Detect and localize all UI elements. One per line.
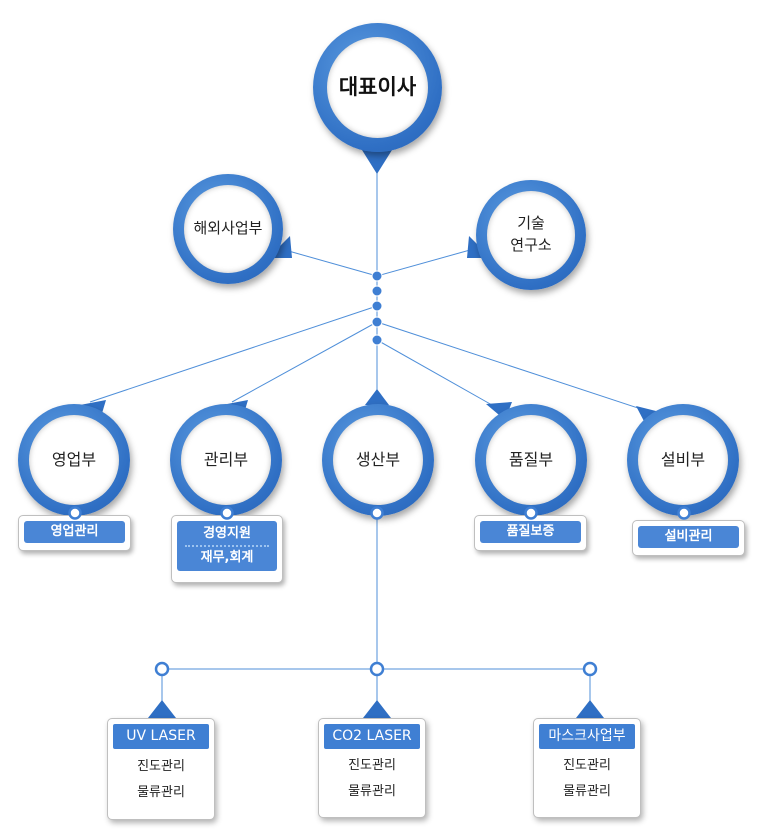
- research-label-line2: 연구소: [510, 236, 552, 254]
- admin-tag-bar: 경영지원 재무,회계: [177, 521, 277, 571]
- admin-tag: 경영지원 재무,회계: [171, 515, 283, 583]
- admin-tag-divider: [185, 545, 269, 547]
- admin-tag-label-1: 경영지원: [203, 526, 251, 541]
- co2-laser-box: CO2 LASER 진도관리 물류관리: [318, 718, 426, 818]
- research-institute-label: 기술 연구소: [487, 191, 575, 279]
- co2-laser-title: CO2 LASER: [324, 724, 420, 749]
- overseas-division-label: 해외사업부: [184, 185, 272, 273]
- research-institute-node: 기술 연구소: [476, 180, 586, 290]
- uv-laser-item-2: 물류관리: [137, 785, 185, 800]
- sales-tag-label: 영업관리: [24, 521, 125, 543]
- overseas-division-node: 해외사업부: [173, 174, 283, 284]
- facility-tag-label: 설비관리: [638, 526, 739, 548]
- mask-division-title: 마스크사업부: [539, 724, 635, 749]
- quality-dept-node: 품질부: [475, 404, 587, 516]
- mask-division-item-2: 물류관리: [563, 784, 611, 799]
- facility-dept-label: 설비부: [638, 415, 728, 505]
- admin-dept-label: 관리부: [181, 415, 271, 505]
- co2-laser-item-2: 물류관리: [348, 784, 396, 799]
- admin-dept-node: 관리부: [170, 404, 282, 516]
- co2-laser-item-1: 진도관리: [348, 758, 396, 773]
- ceo-label: 대표이사: [327, 37, 428, 138]
- quality-dept-label: 품질부: [486, 415, 576, 505]
- quality-tag-label: 품질보증: [480, 521, 581, 543]
- sales-dept-label: 영업부: [29, 415, 119, 505]
- mask-division-item-1: 진도관리: [563, 758, 611, 773]
- sales-tag: 영업관리: [18, 515, 131, 551]
- facility-tag: 설비관리: [632, 520, 745, 556]
- uv-laser-title: UV LASER: [113, 724, 209, 749]
- uv-laser-item-1: 진도관리: [137, 759, 185, 774]
- sales-dept-node: 영업부: [18, 404, 130, 516]
- production-dept-node: 생산부: [322, 404, 434, 516]
- uv-laser-box: UV LASER 진도관리 물류관리: [107, 718, 215, 820]
- research-label-line1: 기술: [517, 214, 545, 233]
- production-dept-label: 생산부: [333, 415, 423, 505]
- ceo-node: 대표이사: [313, 23, 442, 152]
- facility-dept-node: 설비부: [627, 404, 739, 516]
- mask-division-box: 마스크사업부 진도관리 물류관리: [533, 718, 641, 818]
- admin-tag-label-2: 재무,회계: [200, 550, 254, 565]
